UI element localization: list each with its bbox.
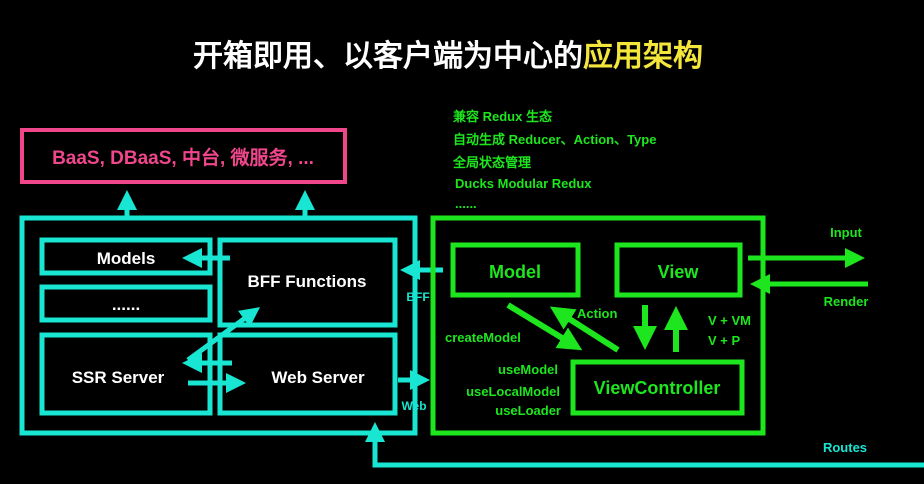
- use-loader-label: useLoader: [495, 403, 561, 418]
- page-title: 开箱即用、以客户端为中心的应用架构: [193, 39, 703, 73]
- view-controller-label: ViewController: [594, 378, 721, 398]
- routes-label: Routes: [823, 440, 867, 455]
- backend-services-label: BaaS, DBaaS, 中台, 微服务, ...: [52, 146, 314, 169]
- feature-item: 自动生成 Reducer、Action、Type: [453, 132, 656, 147]
- models-label: Models: [97, 249, 156, 268]
- backend-services-box: [20, 128, 347, 184]
- ssr-server-box: [39, 332, 213, 416]
- view-box: [614, 242, 743, 298]
- ellipsis-label: ......: [112, 295, 140, 314]
- use-model-label: useModel: [498, 362, 558, 377]
- view-controller-box: [570, 359, 745, 416]
- ssr-server-label: SSR Server: [72, 368, 165, 387]
- vvm-label: V + VM: [708, 313, 751, 328]
- server-container: [19, 215, 418, 436]
- bff-functions-box: [217, 237, 398, 328]
- feature-item: ......: [455, 196, 477, 211]
- feature-item: 全局状态管理: [452, 155, 531, 170]
- feature-item: 兼容 Redux 生态: [453, 109, 552, 124]
- feature-list: 兼容 Redux 生态 自动生成 Reducer、Action、Type 全局状…: [452, 109, 656, 211]
- view-label: View: [658, 262, 700, 282]
- web-server-label: Web Server: [271, 368, 365, 387]
- bff-functions-label: BFF Functions: [248, 272, 367, 291]
- create-model-arrow: [506, 302, 583, 351]
- feature-item: Ducks Modular Redux: [455, 176, 592, 191]
- web-label: Web: [401, 399, 426, 413]
- client-container: [430, 215, 766, 436]
- vp-label: V + P: [708, 333, 740, 348]
- model-label: Model: [489, 262, 541, 282]
- bff-label: BFF: [406, 290, 429, 304]
- action-arrow: [549, 306, 620, 353]
- web-server-box: [217, 332, 398, 416]
- render-label: Render: [824, 294, 869, 309]
- model-box: [450, 242, 581, 298]
- ellipsis-box: [39, 284, 213, 323]
- input-label: Input: [830, 225, 862, 240]
- routes-line: [365, 422, 924, 468]
- action-label: Action: [577, 306, 618, 321]
- use-local-model-label: useLocalModel: [466, 384, 560, 399]
- ssr-to-bff-arrow: [186, 307, 261, 363]
- create-model-label: createModel: [445, 330, 521, 345]
